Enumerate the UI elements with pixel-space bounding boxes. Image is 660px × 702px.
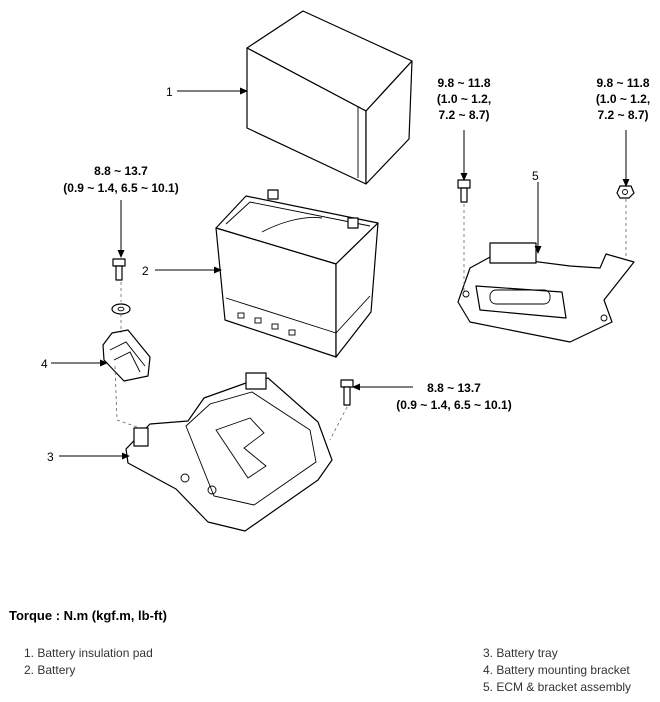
torque-bracket-left-line2: (1.0 ~ 1.2, (437, 92, 491, 106)
battery-mounting-bracket (102, 329, 151, 382)
torque-units-title: Torque : N.m (kgf.m, lb-ft) (9, 608, 167, 623)
callout-1: 1 (166, 85, 173, 99)
torque-bracket-right-line3: 7.2 ~ 8.7) (597, 108, 648, 122)
exploded-parts-diagram: 1 2 3 4 5 9.8 ~ 11.8 (1.0 ~ 1.2, 7.2 ~ 8… (41, 10, 650, 532)
tray-bolt (340, 379, 354, 406)
legend-item-3: 3. Battery tray (483, 646, 558, 660)
legend-item-5: 5. ECM & bracket assembly (483, 680, 632, 694)
ecm-bolt-left (457, 179, 471, 203)
leader-lines (51, 87, 630, 460)
battery (215, 189, 379, 358)
torque-tray-bolt-line2: (0.9 ~ 1.4, 6.5 ~ 10.1) (396, 398, 511, 412)
callout-5: 5 (532, 169, 539, 183)
legend-right: 3. Battery tray 4. Battery mounting brac… (483, 645, 631, 696)
ecm-bracket-assembly (457, 242, 635, 343)
torque-bracket-right-line2: (1.0 ~ 1.2, (596, 92, 650, 106)
ecm-nut-right (616, 185, 635, 199)
callout-2: 2 (142, 264, 149, 278)
torque-tray-bolt-line1: 8.8 ~ 13.7 (427, 381, 481, 395)
legend-item-1: 1. Battery insulation pad (24, 646, 153, 660)
callout-4: 4 (41, 357, 48, 371)
torque-mount-bolt-line1: 8.8 ~ 13.7 (94, 164, 148, 178)
callout-3: 3 (47, 450, 54, 464)
battery-tray (125, 372, 333, 532)
torque-mount-bolt-line2: (0.9 ~ 1.4, 6.5 ~ 10.1) (63, 181, 178, 195)
mount-bolt (111, 258, 131, 315)
legend-item-2: 2. Battery (24, 663, 76, 677)
legend-left: 1. Battery insulation pad 2. Battery (24, 645, 153, 679)
torque-bracket-right-line1: 9.8 ~ 11.8 (596, 76, 649, 90)
alignment-lines (114, 199, 627, 441)
torque-bracket-left-line3: 7.2 ~ 8.7) (438, 108, 489, 122)
legend-item-4: 4. Battery mounting bracket (483, 663, 630, 677)
torque-bracket-left-line1: 9.8 ~ 11.8 (437, 76, 490, 90)
battery-insulation-pad (246, 10, 413, 185)
